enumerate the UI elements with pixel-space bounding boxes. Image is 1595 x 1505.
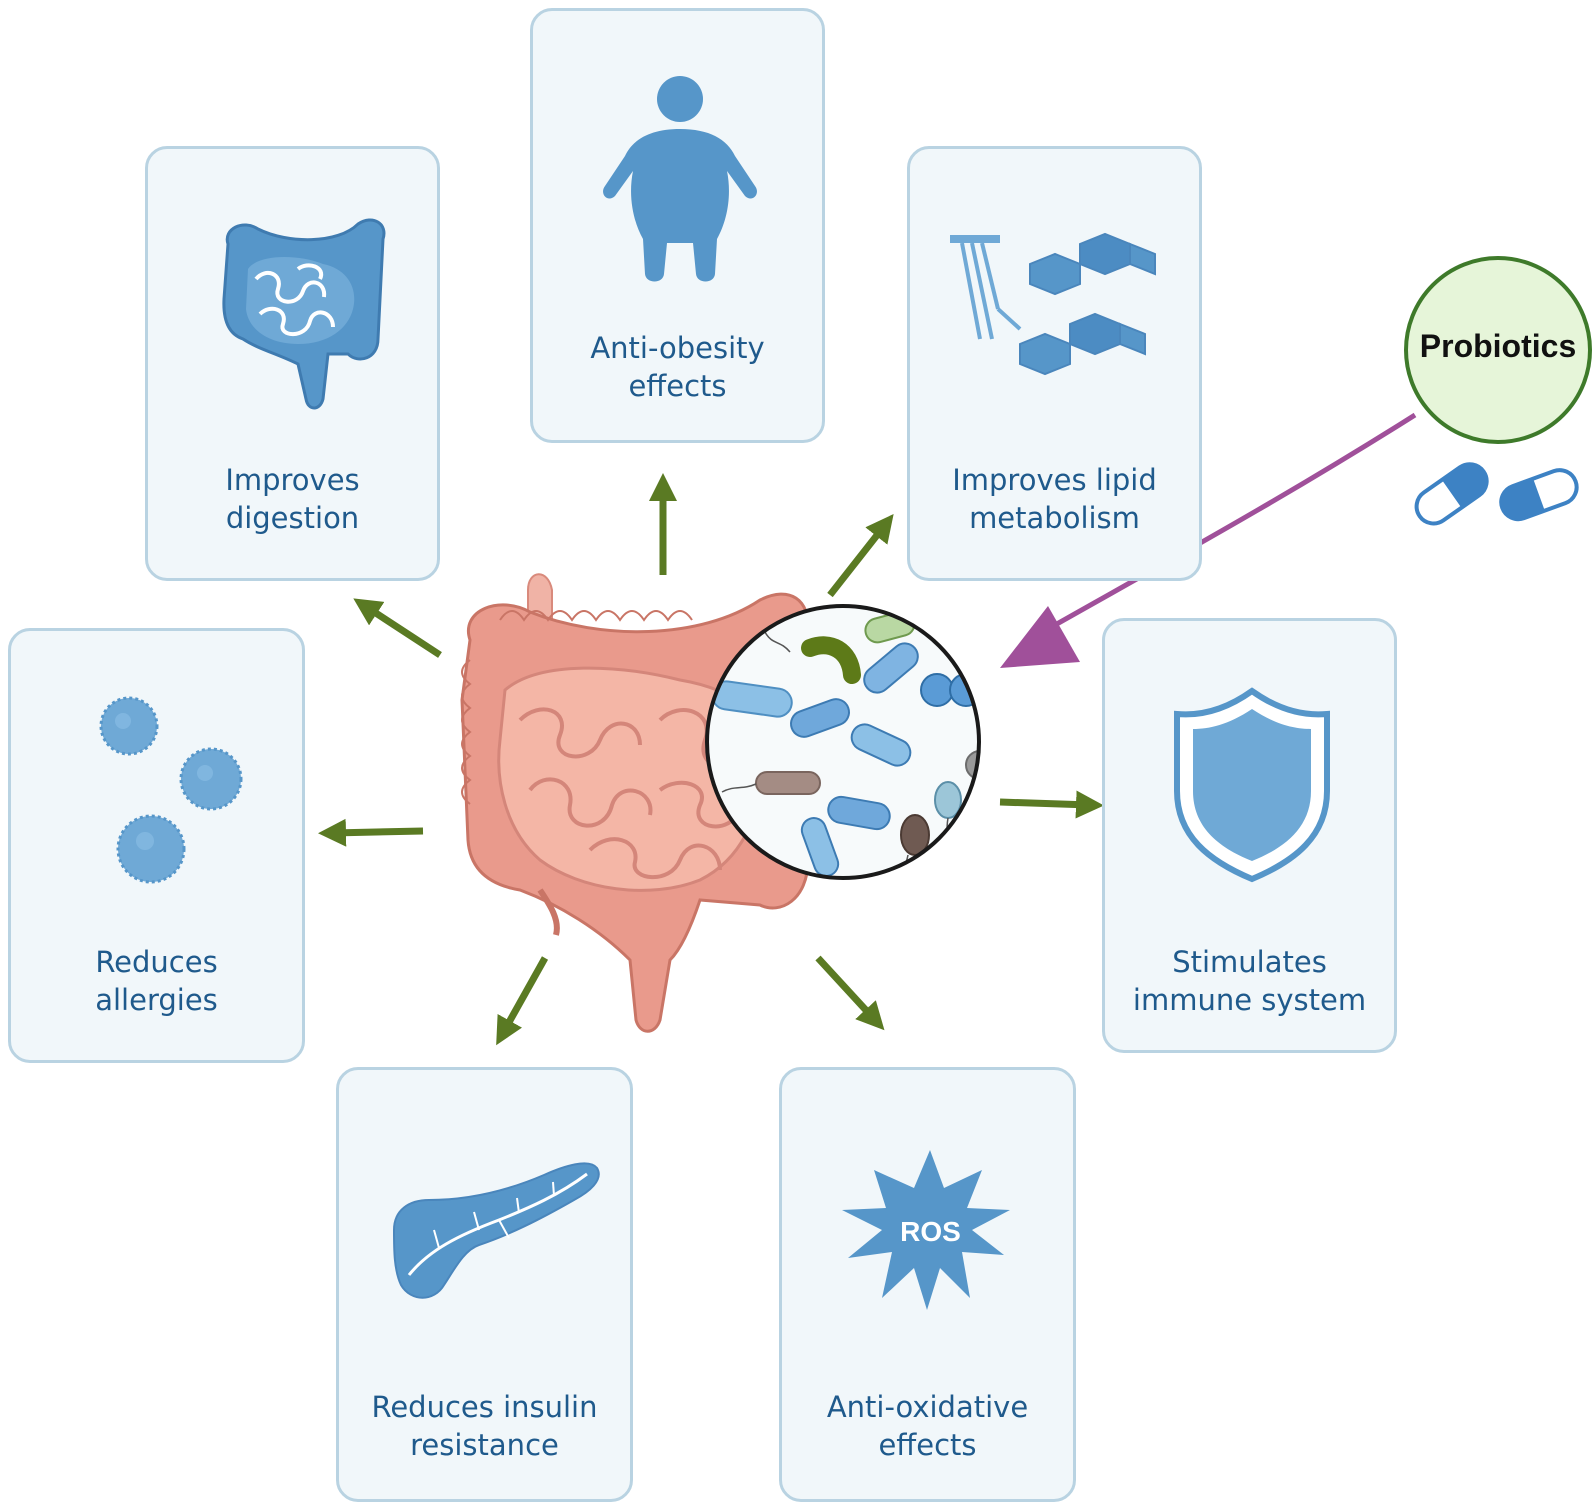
- arrow-to-immune: [999, 790, 1104, 819]
- arrow-to-lipid: [827, 513, 894, 598]
- insulin-label-line2: resistance: [410, 1428, 559, 1462]
- card-anti-oxidative: ROS Anti-oxidative effects: [779, 1067, 1076, 1502]
- oxidative-label-line2: effects: [878, 1428, 977, 1462]
- obesity-label-line1: Anti-obesity: [590, 331, 765, 365]
- intestine-icon: [222, 218, 386, 410]
- probiotics-circle: [1404, 256, 1592, 444]
- probiotics-arrow: [1000, 412, 1417, 668]
- arrow-to-digestion: [353, 598, 442, 658]
- digestion-label-line2: digestion: [225, 501, 360, 535]
- insulin-label-line1: Reduces insulin: [371, 1390, 598, 1424]
- shield-icon: [1174, 687, 1330, 883]
- lipid-label-line2: metabolism: [969, 501, 1140, 535]
- card-anti-obesity: Anti-obesity effects: [530, 8, 825, 443]
- pollen-icon: [99, 696, 243, 884]
- microbiota-magnifier: [705, 604, 981, 880]
- probiotics-label: Probiotics: [1419, 328, 1577, 364]
- lipid-label-line1: Improves lipid: [952, 463, 1157, 497]
- allergies-label-line2: allergies: [95, 983, 218, 1017]
- benefit-arrows: [318, 473, 1104, 1046]
- arrow-to-allergies: [318, 818, 424, 847]
- allergies-label-line1: Reduces: [95, 945, 218, 979]
- arrow-to-insulin: [496, 956, 549, 1046]
- pancreas-icon: [392, 1162, 600, 1299]
- lipid-molecule-icon: [950, 232, 1156, 376]
- card-stimulates-immune: Stimulates immune system: [1102, 618, 1397, 1053]
- oxidative-label-line1: Anti-oxidative: [826, 1390, 1029, 1424]
- card-lipid-metabolism: Improves lipid metabolism: [907, 146, 1202, 581]
- person-icon: [603, 76, 757, 282]
- obesity-label-line2: effects: [628, 369, 727, 403]
- card-improves-digestion: Improves digestion: [145, 146, 440, 581]
- arrow-to-oxidative: [815, 955, 885, 1031]
- digestion-label-line1: Improves: [225, 463, 360, 497]
- card-reduces-insulin-resistance: Reduces insulin resistance: [336, 1067, 633, 1502]
- immune-label-line1: Stimulates: [1172, 945, 1327, 979]
- immune-label-line2: immune system: [1132, 983, 1367, 1017]
- ros-badge: ROS: [900, 1216, 961, 1247]
- capsule-icon: [1414, 462, 1579, 526]
- ros-burst-icon: [842, 1150, 1010, 1310]
- card-reduces-allergies: Reduces allergies: [8, 628, 305, 1063]
